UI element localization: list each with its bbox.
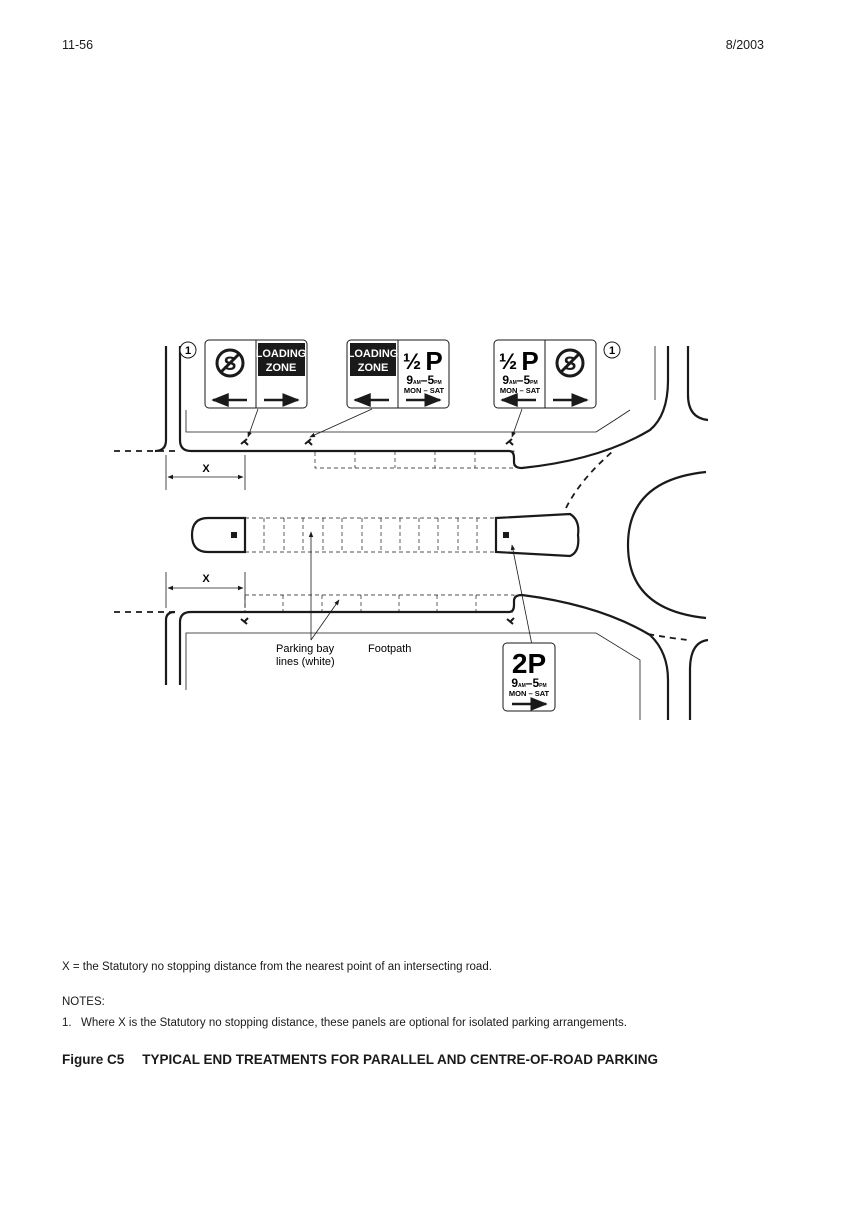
figure-title: TYPICAL END TREATMENTS FOR PARALLEL AND … xyxy=(142,1052,659,1067)
days-label: MON – SAT xyxy=(404,386,445,395)
leader-lines xyxy=(247,408,533,646)
svg-text:1: 1 xyxy=(185,345,191,357)
parking-bay-lines xyxy=(244,450,515,613)
svg-text:1: 1 xyxy=(609,345,615,357)
sign-2p: 2P 9AM–5PM MON – SAT xyxy=(502,642,556,712)
loading-label: LOADING xyxy=(256,348,307,360)
x-definition: X = the Statutory no stopping distance f… xyxy=(62,961,492,973)
zone-label: ZONE xyxy=(266,362,297,374)
footpath-label: Footpath xyxy=(368,643,411,655)
zone-label: ZONE xyxy=(358,362,389,374)
page-number: 11-56 xyxy=(62,38,94,52)
sign-half-p-no-stopping: ½ P 9AM–5PM MON – SAT S xyxy=(493,339,597,409)
parking-bay-label-line1: Parking bay xyxy=(276,643,335,655)
parking-bay-label-line2: lines (white) xyxy=(276,656,335,668)
hours-label: 9AM–5PM xyxy=(511,676,546,690)
note-number: 1. xyxy=(62,1017,72,1029)
days-label: MON – SAT xyxy=(500,386,541,395)
sign-no-stopping-loading-zone: S LOADING ZONE xyxy=(204,339,308,409)
sign-post-markers xyxy=(240,438,515,625)
property-boundary xyxy=(185,346,656,720)
note-text: Where X is the Statutory no stopping dis… xyxy=(81,1017,627,1029)
days-label: MON – SAT xyxy=(509,689,550,698)
half-fraction: ½ xyxy=(499,349,517,374)
note-marker-left: 1 xyxy=(179,341,197,359)
revision-date: 8/2003 xyxy=(725,38,764,52)
dimension-x-label: X xyxy=(202,463,210,475)
figure-caption: Figure C5 TYPICAL END TREATMENTS FOR PARA… xyxy=(62,1052,658,1067)
no-stopping-icon: S xyxy=(215,348,245,378)
half-fraction: ½ xyxy=(403,349,421,374)
hours-label: 9AM–5PM xyxy=(406,373,441,387)
dimension-x-top: X xyxy=(165,455,246,490)
figure-number: Figure C5 xyxy=(62,1052,125,1067)
two-p-label: 2P xyxy=(512,648,546,679)
p-label: P xyxy=(425,346,442,376)
dimension-x-bottom: X xyxy=(165,572,246,608)
p-label: P xyxy=(521,346,538,376)
kerb-lines xyxy=(154,346,709,720)
sign-loading-zone-half-p: LOADING ZONE ½ P 9AM–5PM MON – SAT xyxy=(346,339,450,409)
dimension-x-label: X xyxy=(202,573,210,585)
note-item: 1. Where X is the Statutory no stopping d… xyxy=(62,1017,627,1029)
median-sign-markers xyxy=(231,532,509,538)
notes-heading: NOTES: xyxy=(62,996,105,1008)
road-markings xyxy=(114,450,689,641)
hours-label: 9AM–5PM xyxy=(502,373,537,387)
loading-label: LOADING xyxy=(348,348,399,360)
note-marker-right: 1 xyxy=(603,341,621,359)
no-stopping-icon: S xyxy=(555,348,585,378)
